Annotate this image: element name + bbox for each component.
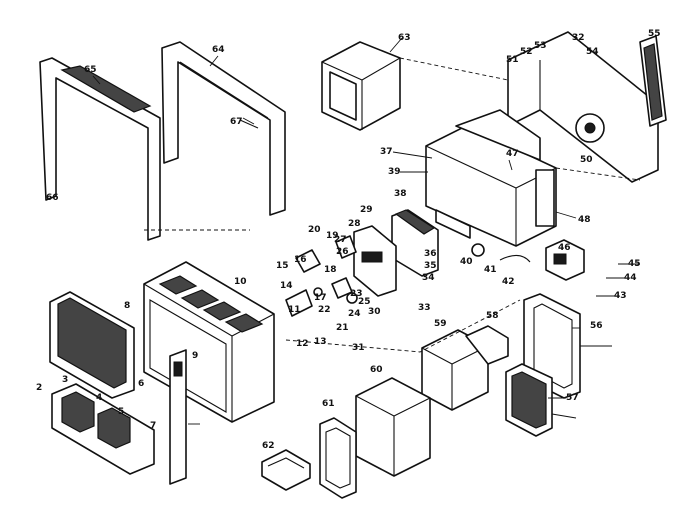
callout-3: 3	[62, 375, 68, 385]
callout-18: 18	[324, 265, 337, 275]
callout-10: 10	[234, 277, 247, 287]
callout-48: 48	[578, 215, 591, 225]
callout-23: 23	[350, 289, 363, 299]
callout-28: 28	[348, 219, 361, 229]
callout-47: 47	[506, 149, 519, 159]
callout-51-top: 51	[506, 55, 519, 65]
callout-14: 14	[280, 281, 293, 291]
callout-43: 43	[614, 291, 627, 301]
callout-60: 60	[370, 365, 383, 375]
callout-20: 20	[308, 225, 321, 235]
callout-11: 11	[288, 305, 301, 315]
callout-56: 56	[590, 321, 603, 331]
callout-labels: 65 66 64 67 63 32 52 53 54 55 51 50 37 3…	[36, 29, 661, 451]
callout-17: 17	[314, 293, 327, 303]
callout-36: 36	[424, 249, 437, 259]
callout-13: 13	[314, 337, 327, 347]
support-bracket-part	[169, 349, 187, 485]
callout-15: 15	[276, 261, 289, 271]
callout-24: 24	[348, 309, 361, 319]
callout-54: 54	[586, 47, 599, 57]
lower-grille-part	[51, 383, 155, 475]
callout-33: 33	[418, 303, 431, 313]
callout-65: 65	[84, 65, 97, 75]
callout-67: 67	[230, 117, 243, 127]
callout-46: 46	[558, 243, 571, 253]
callout-39: 39	[388, 167, 401, 177]
rear-grille-part	[505, 363, 553, 437]
front-filter-part	[49, 291, 135, 399]
front-frame-part	[39, 57, 161, 241]
callout-31: 31	[352, 343, 365, 353]
callout-16: 16	[294, 255, 307, 265]
chassis-housing-part	[425, 109, 557, 247]
control-panel-part	[353, 209, 439, 297]
callout-27: 27	[334, 235, 347, 245]
back-panel-part	[507, 31, 667, 183]
callout-38: 38	[394, 189, 407, 199]
leader-lines	[92, 37, 640, 425]
callout-40: 40	[460, 257, 473, 267]
callout-64: 64	[212, 45, 225, 55]
side-panel-part	[161, 41, 286, 216]
drain-pan-part	[261, 449, 311, 491]
callout-61: 61	[322, 399, 335, 409]
callout-7: 7	[150, 421, 156, 431]
callout-19: 19	[326, 231, 339, 241]
callout-32: 32	[572, 33, 585, 43]
main-cabinet-part	[143, 261, 275, 423]
callout-52: 52	[520, 47, 533, 57]
sleeve-box-part	[321, 41, 401, 131]
compressor-box-part	[421, 325, 509, 411]
callout-63: 63	[398, 33, 411, 43]
callout-21: 21	[336, 323, 349, 333]
callout-58: 58	[486, 311, 499, 321]
callout-55: 55	[648, 29, 661, 39]
assembly-lines	[144, 57, 641, 353]
callout-25: 25	[358, 297, 371, 307]
callout-66: 66	[46, 193, 59, 203]
callout-42: 42	[502, 277, 515, 287]
callout-26: 26	[336, 247, 349, 257]
component-cluster	[285, 235, 531, 317]
callout-44: 44	[624, 273, 637, 283]
callout-12: 12	[296, 339, 309, 349]
callout-8-left: 8	[124, 301, 130, 311]
callout-62: 62	[262, 441, 275, 451]
callout-53: 53	[534, 41, 547, 51]
callout-5: 5	[118, 407, 124, 417]
callout-2: 2	[36, 383, 42, 393]
callout-37-top: 37	[380, 147, 393, 157]
callout-4: 4	[96, 393, 102, 403]
callout-57: 57	[566, 393, 579, 403]
callout-30: 30	[368, 307, 381, 317]
callout-9: 9	[192, 351, 198, 361]
frame-plate-part	[319, 417, 357, 499]
callout-35: 35	[424, 261, 437, 271]
callout-22: 22	[318, 305, 331, 315]
callout-41: 41	[484, 265, 497, 275]
callout-34: 34	[422, 273, 435, 283]
callout-59: 59	[434, 319, 447, 329]
callout-6: 6	[138, 379, 144, 389]
callout-50: 50	[580, 155, 593, 165]
callout-45: 45	[628, 259, 641, 269]
base-box-part	[355, 377, 431, 477]
callout-29: 29	[360, 205, 373, 215]
switch-block-part	[545, 239, 585, 281]
